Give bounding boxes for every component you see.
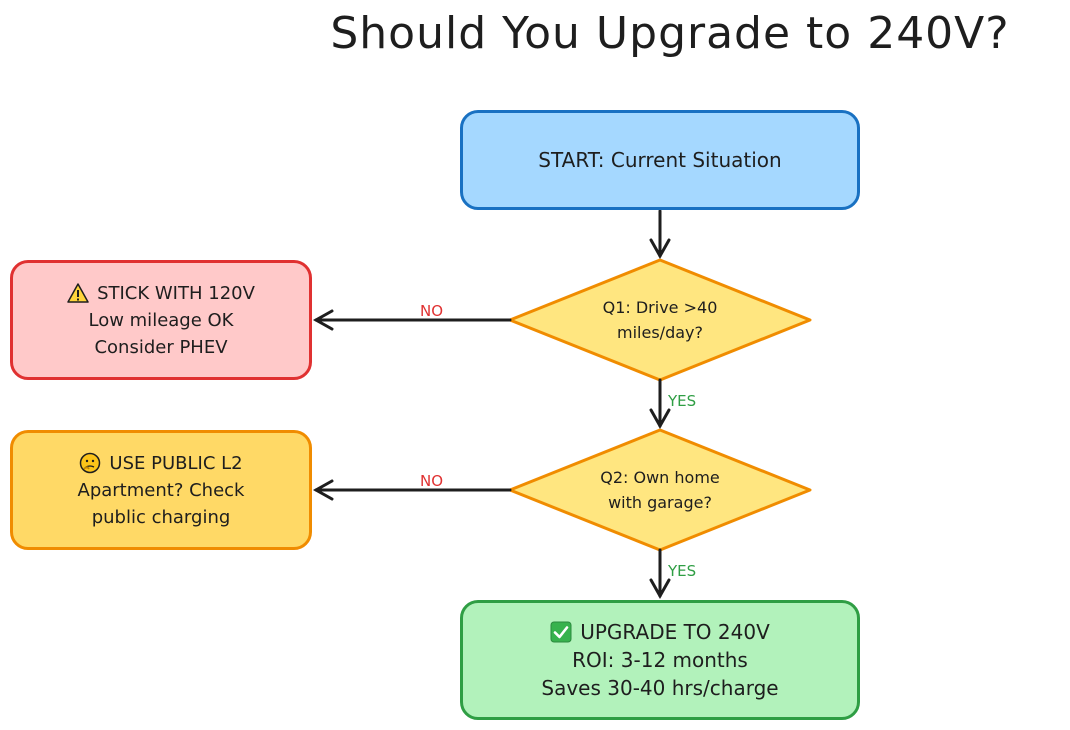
stick-with-120v-node: STICK WITH 120V Low mileage OK Consider … [10, 260, 312, 380]
public-line-1: Apartment? Check [77, 479, 245, 501]
start-node-label: START: Current Situation [538, 147, 782, 172]
q1-decision: Q1: Drive >40 miles/day? [560, 290, 760, 350]
arrow-q2-yes [649, 548, 671, 600]
arrow-q1-yes [649, 378, 671, 430]
upgrade-line-2: Saves 30-40 hrs/charge [541, 676, 779, 700]
public-heading: USE PUBLIC L2 [109, 452, 243, 474]
thinking-face-icon [79, 452, 101, 474]
upgrade-heading: UPGRADE TO 240V [580, 620, 770, 644]
stick-heading: STICK WITH 120V [97, 282, 255, 304]
q1-line-2: miles/day? [617, 323, 703, 342]
q2-yes-label: YES [668, 562, 697, 580]
check-mark-icon [550, 621, 572, 643]
q2-decision: Q2: Own home with garage? [560, 460, 760, 520]
q1-no-label: NO [420, 302, 444, 320]
arrow-q1-no [312, 309, 512, 331]
start-node: START: Current Situation [460, 110, 860, 210]
upgrade-to-240v-node: UPGRADE TO 240V ROI: 3-12 months Saves 3… [460, 600, 860, 720]
arrow-start-to-q1 [649, 209, 671, 260]
q1-line-1: Q1: Drive >40 [602, 298, 718, 317]
diagram-title: Should You Upgrade to 240V? [330, 8, 1010, 59]
stick-line-2: Consider PHEV [94, 336, 228, 358]
q2-line-2: with garage? [608, 493, 712, 512]
q2-no-label: NO [420, 472, 444, 490]
use-public-l2-node: USE PUBLIC L2 Apartment? Check public ch… [10, 430, 312, 550]
q1-yes-label: YES [668, 392, 697, 410]
q2-line-1: Q2: Own home [600, 468, 720, 487]
public-line-2: public charging [91, 506, 231, 528]
warning-icon [67, 282, 89, 304]
upgrade-line-1: ROI: 3-12 months [572, 648, 748, 672]
stick-line-1: Low mileage OK [88, 309, 234, 331]
arrow-q2-no [312, 479, 512, 501]
